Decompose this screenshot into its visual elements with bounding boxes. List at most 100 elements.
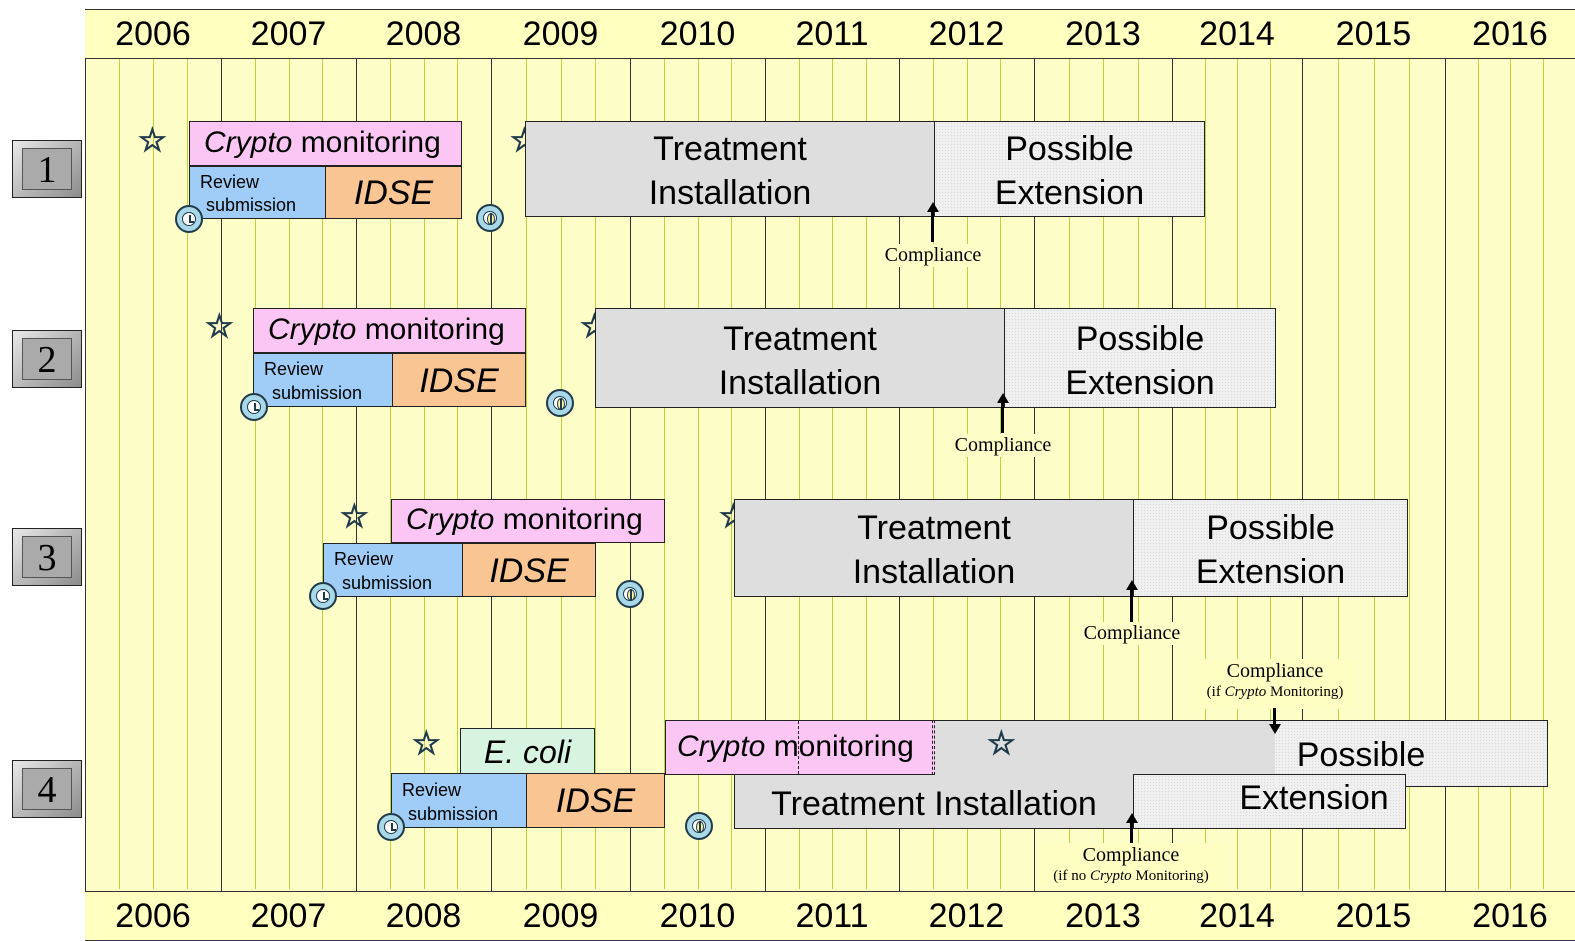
review-label-line1: Review (402, 780, 462, 800)
year-label-bottom: 2010 (659, 897, 736, 935)
quarter-gridline (1269, 57, 1271, 889)
row-2-number: 2 (22, 338, 72, 381)
row-3-marker: 3 (12, 528, 82, 586)
quarter-gridline (595, 57, 597, 889)
clock-icon (616, 580, 644, 608)
quarter-gridline (1103, 57, 1104, 889)
quarter-gridline (457, 57, 459, 889)
crypto-suffix: monitoring (494, 503, 643, 536)
quarter-gridline (1373, 57, 1375, 889)
compliance-arrow-head (1269, 724, 1281, 734)
review-label-line2: submission (206, 195, 297, 215)
row-1-treatment-installation: Treatment Installation (525, 121, 935, 217)
treatment-line2: Installation (718, 364, 882, 402)
clock-icon (476, 204, 504, 232)
compliance-note-pre: (if (1206, 684, 1225, 700)
year-divider (491, 9, 492, 939)
year-label-bottom: 2009 (522, 897, 599, 935)
compliance-arrow (1130, 590, 1133, 622)
compliance-note-italic: Crypto (1224, 684, 1267, 700)
idse-label: IDSE (489, 552, 569, 590)
year-divider (630, 9, 631, 939)
review-label-line1: Review (200, 172, 260, 192)
year-label-bottom: 2007 (250, 897, 327, 935)
row-2-marker: 2 (12, 330, 82, 388)
clock-icon (546, 389, 574, 417)
extension-line2: Extension (1239, 779, 1389, 817)
crypto-dashed-divider (798, 721, 799, 774)
review-label-line2: submission (408, 804, 499, 824)
year-label-bottom: 2008 (385, 897, 462, 935)
review-label-line1: Review (334, 549, 394, 569)
year-label-bottom: 2016 (1472, 897, 1548, 935)
clock-icon (240, 393, 268, 421)
quarter-gridline (832, 57, 833, 889)
year-divider (356, 9, 357, 939)
quarter-gridline (288, 57, 290, 889)
row-4-marker: 4 (12, 760, 82, 818)
quarter-gridline (1477, 57, 1479, 889)
compliance-note-italic: Crypto (1089, 868, 1132, 884)
extension-line2: Extension (994, 174, 1145, 212)
quarter-gridline (322, 57, 324, 889)
year-label-bottom: 2006 (115, 897, 191, 935)
compliance-label: Compliance (1082, 844, 1180, 866)
extension-line1: Possible (1206, 509, 1335, 547)
crypto-suffix: monitoring (765, 730, 914, 763)
year-divider (899, 9, 900, 939)
compliance-arrow-head (1126, 813, 1138, 823)
quarter-gridline (254, 57, 256, 889)
treatment-line1: Treatment (723, 320, 877, 358)
crypto-suffix: monitoring (292, 126, 441, 159)
star-icon: ☆ (204, 307, 234, 345)
quarter-gridline (731, 57, 733, 889)
year-divider (1445, 9, 1446, 939)
year-label-top: 2016 (1472, 15, 1548, 53)
row-4-ecoli-monitoring: E. coli (460, 728, 595, 774)
quarter-gridline (187, 57, 188, 889)
quarter-gridline (1542, 57, 1544, 889)
year-divider (1302, 9, 1303, 939)
review-label-line2: submission (272, 383, 363, 403)
row-1-idse: IDSE (325, 166, 462, 219)
quarter-gridline (525, 57, 527, 889)
row-1-crypto-monitoring: Crypto monitoring (189, 121, 462, 166)
year-label-top: 2010 (659, 15, 736, 53)
extension-line1: Possible (1005, 130, 1134, 168)
year-label-top: 2007 (250, 15, 327, 53)
quarter-gridline (1000, 57, 1002, 889)
idse-label: IDSE (419, 362, 499, 400)
row-4-crypto-monitoring: Crypto monitoring (665, 720, 935, 775)
review-label-line2: submission (342, 573, 433, 593)
row-3-crypto-monitoring: Crypto monitoring (391, 499, 665, 543)
year-label-top: 2006 (115, 15, 191, 53)
year-label-top: 2015 (1335, 15, 1412, 53)
row-2-treatment-installation: Treatment Installation (595, 308, 1005, 408)
extension-line2: Extension (1195, 553, 1346, 591)
quarter-gridline (119, 57, 120, 889)
quarter-gridline (798, 57, 800, 889)
row-1-marker: 1 (12, 140, 82, 198)
quarter-gridline (1237, 57, 1238, 889)
quarter-gridline (697, 57, 699, 889)
row-4-compliance-crypto: Compliance (if Crypto Monitoring) (1194, 659, 1356, 709)
quarter-gridline (663, 57, 665, 889)
clock-icon (685, 812, 713, 840)
clock-icon (309, 582, 337, 610)
quarter-gridline (389, 57, 391, 889)
year-divider (1034, 9, 1035, 939)
row-2-crypto-monitoring: Crypto monitoring (253, 308, 526, 353)
row-1-review-submission: Review submission (189, 166, 326, 219)
row-3-compliance-label: Compliance (1076, 622, 1188, 645)
year-label-top: 2011 (795, 15, 869, 53)
extension-line2: Extension (1065, 364, 1215, 402)
year-header-top (85, 9, 1575, 59)
year-label-top: 2008 (385, 15, 462, 53)
compliance-arrow-head (1126, 580, 1138, 590)
year-divider (765, 9, 766, 939)
row-4-possible-extension-lower (1133, 774, 1406, 829)
row-3-idse: IDSE (462, 543, 596, 597)
row-2-review-submission: Review submission (253, 353, 393, 407)
treatment-label: Treatment Installation (771, 785, 1097, 823)
